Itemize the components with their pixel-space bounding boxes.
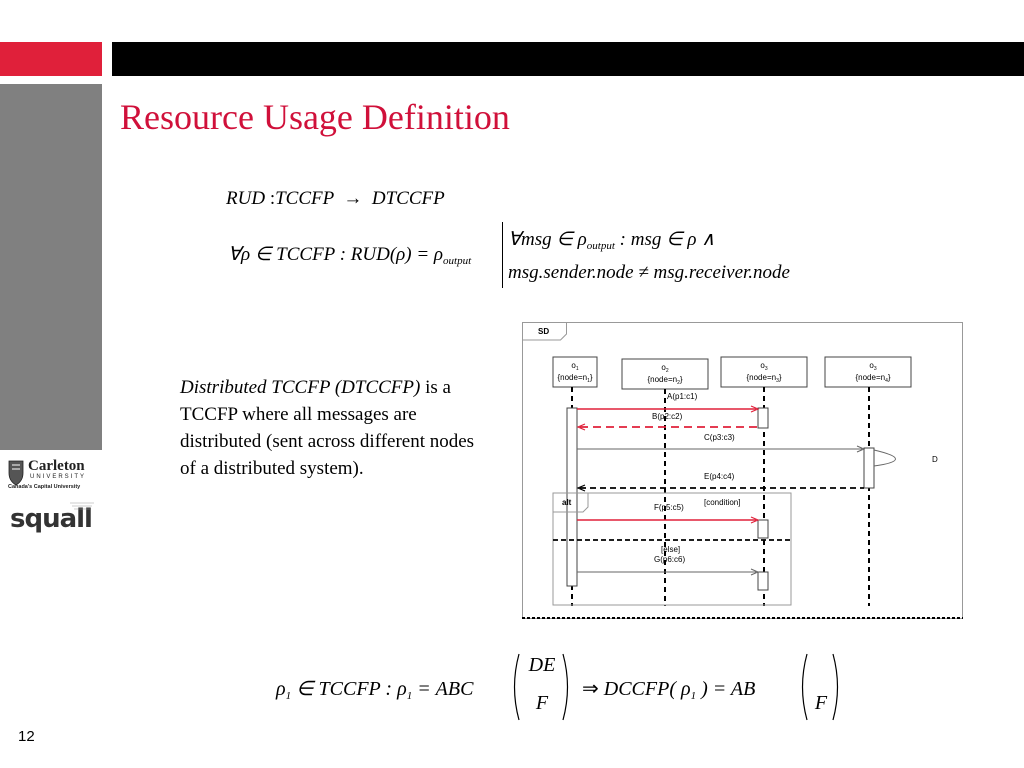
matrix1-bottom: F [535,692,549,714]
squall-logo: squall [6,500,98,540]
formula-rho1-sub: 1 [285,690,292,702]
formula-rho1c-sub: 1 [690,690,697,702]
header-band [112,42,1024,76]
formula-msg-in: ∀msg ∈ ρ [508,229,587,250]
alt-label: alt [562,498,572,507]
message-b-label: B(p2:c2) [652,412,683,421]
message-g-label: G(p6:c6) [654,555,685,564]
formula-codomain: DTCCFP [371,188,445,209]
message-f-arrowhead [750,516,760,524]
formula-eq-abc: = ABC [417,678,474,700]
alt-else: [else] [661,545,680,554]
message-c-label: C(p3:c3) [704,433,735,442]
message-a-arrowhead [750,405,760,413]
formula-condition-line1: ∀msg ∈ ρoutput : msg ∈ ρ ∧ [508,228,715,252]
message-f-label: F(p5:c5) [654,503,684,512]
description-body: is a TCCFP where all messages are distri… [180,377,475,479]
activation-3c [757,571,769,591]
formula-example-rhs: ⇒ DCCFP( ρ1 ) = AB [582,676,755,702]
formula-implies: ⇒ [582,678,599,700]
formula-colon: : [269,188,276,209]
sequence-diagram: SD o1 {node=n1} o2 {node=n2} o3 {node=n3… [522,322,964,620]
description-text: Distributed TCCFP (DTCCFP) is a TCCFP wh… [180,374,480,482]
carleton-university: UNIVERSITY [30,474,87,480]
formula-example-lhs: ρ1 ∈ TCCFP : ρ1 = ABC [276,676,473,702]
message-c-arrowhead [856,445,866,453]
carleton-crest-icon [8,460,24,486]
lifeline-2-name: o2 [661,363,668,374]
matrix2-bottom: F [814,692,828,714]
alt-label-tab [553,493,589,513]
message-b-arrowhead [576,423,586,431]
lifeline-1-node: {node=n1} [557,373,592,384]
sidebar-bar [0,84,102,450]
formula-eq-ab: ) = AB [701,678,756,700]
message-d [873,449,896,467]
lifeline-3-node: {node=n3} [746,373,781,384]
carleton-tagline: Canada's Capital University [8,484,81,490]
formula-rho1c: ρ [680,678,691,700]
formula-rud-definition: ∀ρ ∈ TCCFP : RUD(ρ) = ρoutput [228,243,471,267]
lifeline-head-1 [552,356,598,388]
matrix2-brackets [801,653,839,721]
activation-3b [757,519,769,539]
formula-condition-line2: msg.sender.node ≠ msg.receiver.node [508,262,790,283]
lifeline-3-name: o3 [760,361,767,372]
carleton-name: Carleton [28,458,85,474]
formula-rho1b: ρ [397,678,407,700]
lifeline-head-3 [720,356,808,388]
alt-condition: [condition] [704,498,740,507]
formula-forall-sub: output [443,255,472,267]
lifeline-4-name: o3 [869,361,876,372]
slide-title: Resource Usage Definition [120,97,510,137]
formula-rho1: ρ [276,678,286,700]
squall-tagline-lines [70,502,94,510]
message-g-arrowhead [750,568,760,576]
lifeline-1-name: o1 [571,361,578,372]
formula-in-tccfp: ∈ TCCFP : [296,678,393,700]
carleton-logo: Carleton UNIVERSITY Canada's Capital Uni… [6,456,98,496]
activation-4 [863,447,875,489]
formula-dccfp: DCCFP( [603,678,676,700]
formula-domain: TCCFP [275,188,334,209]
frame-label: SD [538,327,549,336]
formula-rho1b-sub: 1 [406,690,413,702]
formula-forall-part: ∀ρ ∈ TCCFP : RUD(ρ) = ρ [228,244,444,265]
message-a-label: A(p1:c1) [667,392,698,401]
formula-msg-and: : msg ∈ ρ ∧ [619,229,716,250]
formula-msg-sub: output [586,240,615,252]
formula-arrow: → [343,188,363,209]
lifeline-2-node: {node=n2} [647,375,682,386]
header-accent-block [0,42,102,76]
formula-rud: RUD [226,188,266,209]
page-number: 12 [18,728,35,745]
activation-1 [566,407,578,587]
message-e-arrowhead [576,484,586,492]
frame-label-tab [522,322,567,341]
alt-frame [552,492,792,606]
message-e-label: E(p4:c4) [704,472,735,481]
activation-3a [757,407,769,429]
matrix1-top: DE [528,654,556,676]
lifeline-4-node: {node=n4} [855,373,890,384]
message-d-label: D [932,455,938,464]
formula-bar [502,222,503,288]
formula-rud-signature: RUD :TCCFP → DTCCFP [226,188,445,210]
description-italic: Distributed TCCFP (DTCCFP) [180,377,421,398]
lifeline-head-4 [824,356,912,388]
matrix1-brackets [513,653,569,721]
sequence-diagram-canvas: SD o1 {node=n1} o2 {node=n2} o3 {node=n3… [522,322,963,619]
formula-example: ρ1 ∈ TCCFP : ρ1 = ABC DE F ⇒ DCCFP( ρ1 )… [276,652,846,722]
